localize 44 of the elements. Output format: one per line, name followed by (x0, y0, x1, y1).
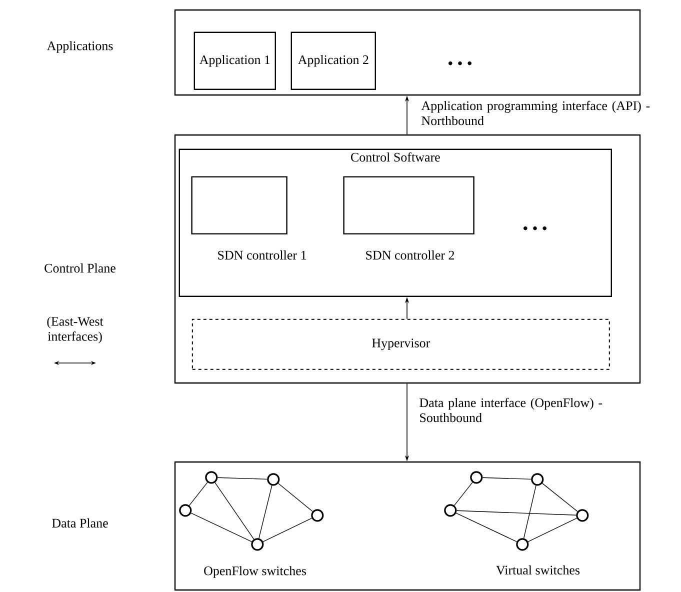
component-box: Application 1 (194, 32, 276, 90)
switch-circle (267, 473, 280, 486)
caption: Applications (46, 41, 113, 53)
node-label: SDN controller 2 (366, 250, 454, 260)
ellipsis: • • • (524, 226, 546, 230)
link-line (456, 512, 518, 542)
link-line (190, 512, 252, 542)
layer-box (174, 134, 641, 384)
switch-circle (576, 509, 589, 522)
layer-box (174, 461, 641, 591)
link-line (482, 477, 532, 480)
caption: Data Plane (52, 518, 108, 528)
component-box: SDN controller 2 (343, 176, 474, 260)
dashed-box: Hypervisor (192, 318, 610, 370)
note-label: (East-West interfaces) (47, 316, 104, 344)
link-line (542, 482, 578, 512)
switch-circle (444, 504, 457, 517)
component-box: SDN controller 1 (191, 176, 306, 260)
ellipsis: • • • (448, 61, 472, 66)
edge-label: Application programming interface (API) - Northbound (421, 100, 650, 126)
layer-box (174, 9, 641, 96)
link-line (262, 518, 312, 542)
caption: Control Plane (44, 263, 116, 273)
switch-circle (311, 509, 324, 522)
switch-circle (470, 471, 483, 484)
caption: OpenFlow switches (204, 566, 306, 578)
link-line (456, 510, 576, 516)
caption: Virtual switches (496, 565, 580, 575)
link-line (454, 482, 473, 506)
link-line (523, 485, 536, 539)
link-line (188, 482, 208, 506)
switch-circle (205, 471, 218, 484)
switch-circle (179, 504, 192, 517)
link-line (217, 477, 268, 480)
link-line (258, 485, 272, 539)
link-line (278, 483, 313, 512)
switch-circle (251, 538, 264, 551)
switch-circle (531, 473, 544, 486)
link-line (528, 518, 578, 542)
component-box: Application 2 (290, 32, 376, 90)
switch-circle (516, 538, 529, 551)
edge-label: Data plane interface (OpenFlow) - Southbound (420, 398, 602, 422)
link-line (214, 482, 254, 540)
node-label: SDN controller 1 (218, 250, 306, 260)
